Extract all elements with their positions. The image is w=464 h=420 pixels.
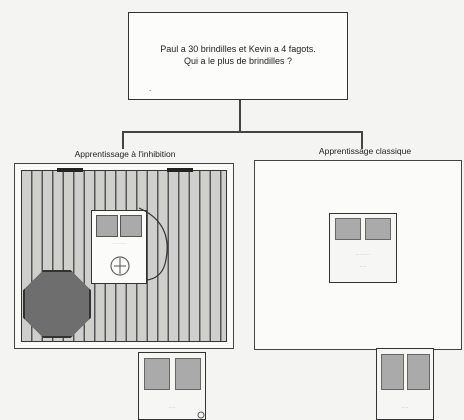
curved-arrow-icon [138, 207, 168, 281]
card-text-line: . . . . . . . . [111, 241, 127, 245]
thumb-image-right [175, 358, 201, 390]
thumb-text-line: . . . . [401, 405, 409, 409]
right-column-title: Apprentissage classique [318, 146, 412, 156]
classic-training-screen: . . . . . . . . . . . . [254, 160, 462, 350]
card-text-line-2: . . . . [359, 264, 367, 268]
inhibition-training-screen: . . . . . . . . [14, 163, 234, 349]
circle-icon [197, 411, 205, 419]
card-text-line: . . . . . . . . [355, 252, 371, 256]
stop-octagon-icon [23, 270, 91, 338]
thumb-image-left [144, 358, 170, 390]
inhibition-problem-card: . . . . . . . . [91, 210, 147, 284]
card-image-right [365, 218, 391, 240]
top-marker-left [57, 168, 83, 172]
thumb-text-line: . . . . [168, 405, 176, 409]
question-mark-dot: . [149, 84, 152, 93]
connector-right-drop [361, 131, 363, 149]
connector-stem [239, 100, 241, 132]
card-image-left [96, 215, 118, 237]
top-marker-right [167, 168, 193, 172]
connector-left-drop [122, 131, 124, 149]
question-box: Paul a 30 brindilles et Kevin a 4 fagots… [128, 12, 348, 100]
classic-problem-card: . . . . . . . . . . . . [329, 213, 397, 283]
card-image-right [120, 215, 142, 237]
question-line-1: Paul a 30 brindilles et Kevin a 4 fagots… [160, 44, 316, 54]
thumb-image-right [407, 354, 430, 390]
question-line-2: Qui a le plus de brindilles ? [183, 56, 293, 66]
connector-bar [122, 131, 362, 133]
right-thumbnail-card: . . . . [376, 348, 434, 420]
left-column-title: Apprentissage à l'inhibition [74, 149, 176, 159]
hand-pointer-icon [110, 256, 130, 276]
card-image-left [335, 218, 361, 240]
left-thumbnail-card: . . . . [138, 352, 206, 420]
thumb-image-left [381, 354, 404, 390]
